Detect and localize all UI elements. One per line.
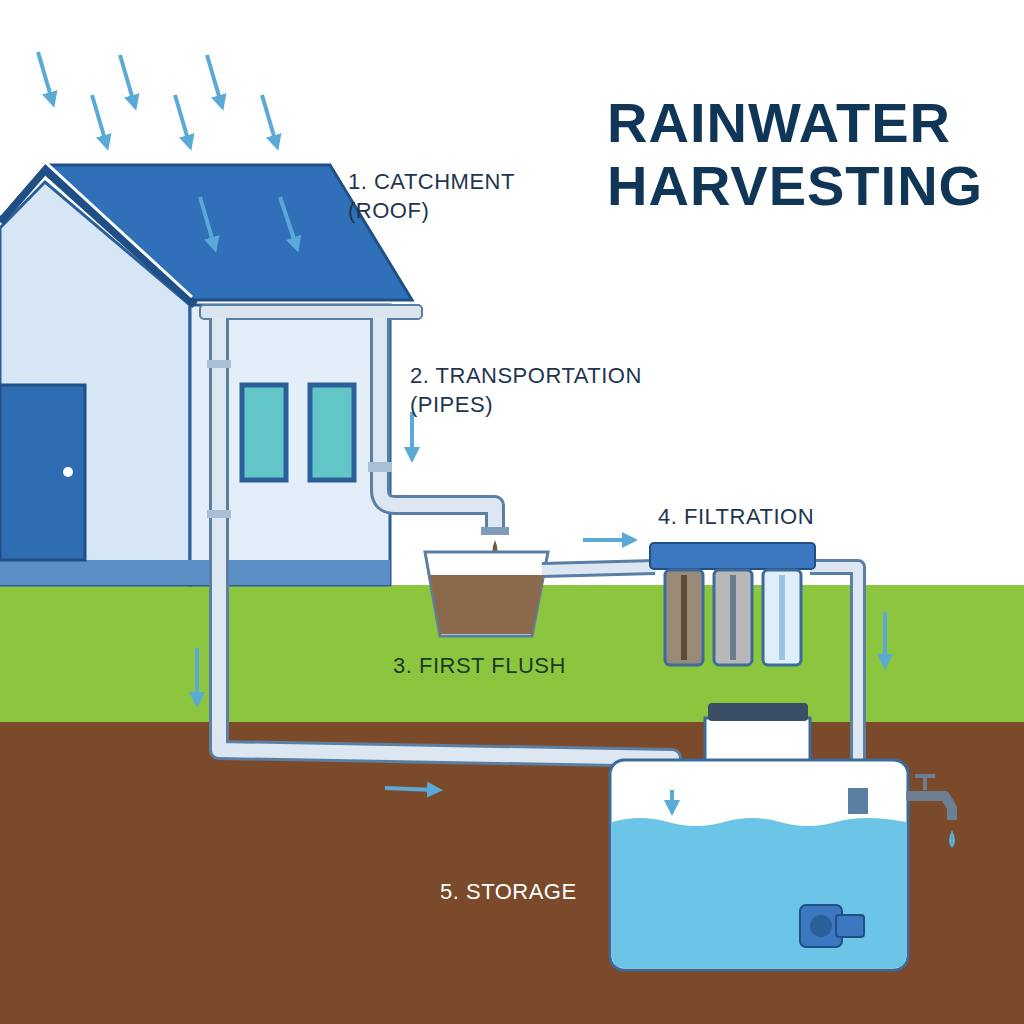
roof-edge [0, 170, 195, 305]
tap [906, 796, 952, 820]
door [0, 385, 85, 560]
pipe-clamp [207, 360, 231, 368]
filter-cartridge [714, 570, 752, 665]
spout-outline [380, 318, 495, 528]
spout-mouth [481, 527, 509, 535]
tap-fitting [848, 788, 868, 814]
rain-arrows [38, 52, 296, 245]
tap-handle [923, 776, 927, 790]
pipe-clamp [207, 510, 231, 518]
flow-arrow [195, 648, 199, 700]
tank-lid [708, 703, 808, 721]
pipe-outline [542, 567, 655, 570]
filter-head [650, 543, 815, 569]
step-label: 4. FILTRATION [658, 503, 898, 532]
pipe [542, 567, 655, 570]
cartridge-core [681, 575, 687, 660]
inflow-arrow [670, 790, 674, 808]
window [242, 385, 286, 480]
roof-trim [0, 162, 192, 297]
pipe-clamp [368, 462, 392, 472]
pump-motor [810, 915, 832, 937]
step-label: 2. TRANSPORTATION (PIPES) [410, 362, 680, 419]
flow-arrow [583, 538, 630, 542]
tap-handle [915, 774, 935, 778]
step-label: 3. FIRST FLUSH [393, 652, 633, 681]
tank-neck [705, 718, 810, 763]
downspout-pipe [219, 318, 672, 790]
flow-arrow [410, 412, 414, 455]
downspout-outline [219, 318, 672, 790]
gutter [200, 305, 422, 319]
tank-water [612, 818, 906, 968]
water-drop [949, 830, 955, 848]
filter-cartridge [763, 570, 801, 665]
spout-pipe [380, 318, 495, 528]
step-label: 5. STORAGE [440, 878, 605, 907]
filter-cartridge [665, 570, 703, 665]
diagram-title: RAINWATER HARVESTING [607, 92, 1007, 217]
cartridge-core [730, 575, 736, 660]
flow-arrow [385, 788, 435, 790]
flow-arrow [883, 612, 887, 662]
house-base [0, 560, 390, 585]
window [310, 385, 354, 480]
door-knob [63, 467, 73, 477]
first-flush-basin [425, 552, 548, 636]
pump-housing [836, 915, 864, 937]
dirty-water [430, 575, 544, 634]
cartridge-core [779, 575, 785, 660]
step-label: 1. CATCHMENT (ROOF) [348, 168, 533, 225]
storage-tank [610, 760, 908, 970]
soil [0, 722, 1024, 1024]
